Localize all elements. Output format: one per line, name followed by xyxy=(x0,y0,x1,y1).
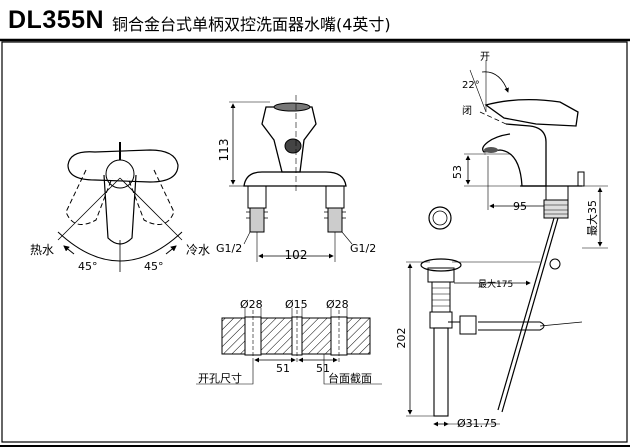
drain-diameter-label: Ø31.75 xyxy=(457,417,497,430)
angle-left-label: 45° xyxy=(78,260,98,273)
max-thickness-label: 最大35 xyxy=(585,200,599,236)
title-bar: DL355N 铜合金台式单柄双控洗面器水嘴(4英寸) xyxy=(0,0,630,44)
product-description: 铜合金台式单柄双控洗面器水嘴(4英寸) xyxy=(112,15,391,34)
hole-diameter-2: Ø15 xyxy=(285,298,308,311)
thread-left-label: G1/2 xyxy=(216,242,242,255)
spacing-right-dim: 51 xyxy=(316,362,330,375)
top-view: 热水 冷水 45° 45° xyxy=(30,142,210,273)
angle-right-label: 45° xyxy=(144,260,164,273)
side-view: 开 22° 闭 53 95 最大35 xyxy=(395,52,608,430)
counter-section-label: 台面截面 xyxy=(328,371,372,385)
angle-label: 22° xyxy=(462,80,480,91)
hot-water-label: 热水 xyxy=(30,243,54,257)
front-width-dim: 102 xyxy=(285,248,308,262)
cutout-view: Ø28 Ø15 Ø28 51 51 开孔尺寸 台面截面 xyxy=(196,298,382,385)
spout-height-dim: 53 xyxy=(451,165,464,179)
max-length-label: 最大175 xyxy=(478,278,513,290)
cold-water-label: 冷水 xyxy=(186,243,210,257)
total-height-dim: 202 xyxy=(395,328,408,349)
reach-dim: 95 xyxy=(513,200,527,213)
hole-diameter-3: Ø28 xyxy=(326,298,349,311)
model-number: DL355N xyxy=(8,6,105,34)
front-view: 113 102 G1/2 G1/2 xyxy=(216,95,376,262)
drawing-border xyxy=(1,41,628,443)
close-label: 闭 xyxy=(462,104,472,117)
thread-right-label: G1/2 xyxy=(350,242,376,255)
hole-diameter-1: Ø28 xyxy=(240,298,263,311)
spacing-left-dim: 51 xyxy=(276,362,290,375)
hole-size-label: 开孔尺寸 xyxy=(198,371,242,385)
open-label: 开 xyxy=(480,52,490,63)
front-height-dim: 113 xyxy=(217,139,231,162)
